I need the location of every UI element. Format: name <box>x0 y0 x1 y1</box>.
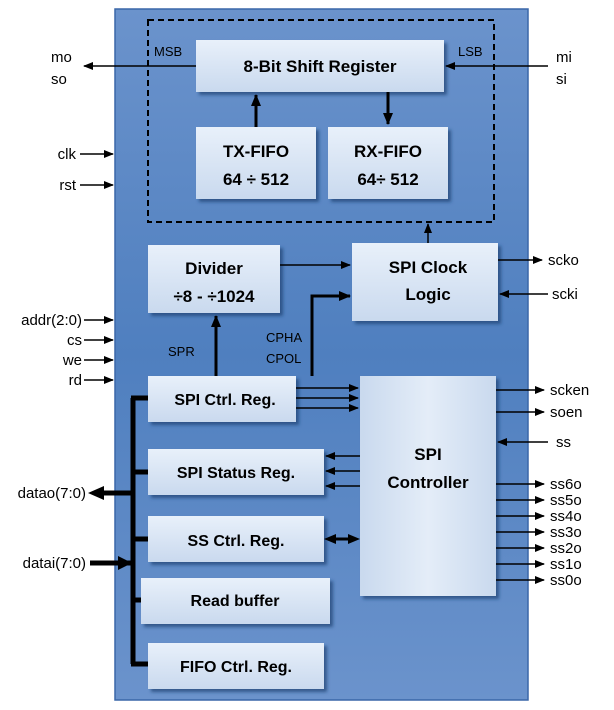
signal-ss4o: ss4o <box>550 508 582 525</box>
signal-datai: datai(7:0) <box>23 555 86 572</box>
signal-mi: mi <box>556 49 572 66</box>
cpol-label: CPOL <box>266 351 301 366</box>
msb-label: MSB <box>154 44 182 59</box>
spi-status-reg-label: SPI Status Reg. <box>177 465 295 482</box>
signal-ss1o: ss1o <box>550 556 582 573</box>
left-signal-lines <box>80 62 196 384</box>
shift-register-block: 8-Bit Shift Register <box>196 40 444 92</box>
ss-ctrl-reg-block: SS Ctrl. Reg. <box>148 516 324 562</box>
fifo-ctrl-reg-block: FIFO Ctrl. Reg. <box>148 643 324 689</box>
signal-ss2o: ss2o <box>550 540 582 557</box>
divider-label: Divider <box>185 259 243 278</box>
rx-fifo-block: RX-FIFO 64÷ 512 <box>328 127 448 199</box>
divider-range: ÷8 - ÷1024 <box>173 287 255 306</box>
rx-fifo-label: RX-FIFO <box>354 142 422 161</box>
signal-rd: rd <box>69 372 82 389</box>
spi-ctrl-reg-label: SPI Ctrl. Reg. <box>174 392 275 409</box>
signal-scki: scki <box>552 286 578 303</box>
datao-arrowhead <box>88 486 104 500</box>
internal-connections <box>211 92 432 544</box>
shift-register-label: 8-Bit Shift Register <box>243 57 396 76</box>
signal-datao: datao(7:0) <box>18 485 86 502</box>
signal-mo: mo <box>51 49 72 66</box>
signal-soen: soen <box>550 404 583 421</box>
right-signal-lines <box>445 62 548 584</box>
spi-clock-label-1: SPI Clock <box>389 258 468 277</box>
read-buffer-label: Read buffer <box>191 593 280 610</box>
tx-fifo-label: TX-FIFO <box>223 142 289 161</box>
tx-fifo-size: 64 ÷ 512 <box>223 170 289 189</box>
signal-we: we <box>62 352 82 369</box>
lsb-label: LSB <box>458 44 483 59</box>
cpha-label: CPHA <box>266 330 302 345</box>
divider-block: Divider ÷8 - ÷1024 <box>148 245 280 313</box>
ss-ctrl-reg-label: SS Ctrl. Reg. <box>188 533 285 550</box>
fifo-ctrl-reg-label: FIFO Ctrl. Reg. <box>180 659 292 676</box>
spi-controller-block: SPI Controller <box>360 376 496 596</box>
signal-ss0o: ss0o <box>550 572 582 589</box>
datai-arrowhead <box>118 556 132 570</box>
signal-so: so <box>51 71 67 88</box>
spi-controller-label-1: SPI <box>414 445 441 464</box>
signal-ss6o: ss6o <box>550 476 582 493</box>
spr-label: SPR <box>168 344 195 359</box>
signal-cs: cs <box>67 332 82 349</box>
fifo-region <box>147 19 495 223</box>
signal-scko: scko <box>548 252 579 269</box>
signal-rst: rst <box>59 177 76 194</box>
signal-ss3o: ss3o <box>550 524 582 541</box>
read-buffer-block: Read buffer <box>141 578 330 624</box>
rx-fifo-size: 64÷ 512 <box>357 170 418 189</box>
spi-ctrl-reg-block: SPI Ctrl. Reg. <box>148 376 296 422</box>
spi-controller-label-2: Controller <box>387 473 469 492</box>
spi-clock-logic-block: SPI Clock Logic <box>352 243 498 321</box>
signal-scken: scken <box>550 382 589 399</box>
spi-clock-label-2: Logic <box>405 285 450 304</box>
spi-status-reg-block: SPI Status Reg. <box>148 449 324 495</box>
signal-clk: clk <box>58 146 77 163</box>
signal-addr: addr(2:0) <box>21 312 82 329</box>
signal-ss5o: ss5o <box>550 492 582 509</box>
tx-fifo-block: TX-FIFO 64 ÷ 512 <box>196 127 316 199</box>
signal-ss: ss <box>556 434 571 451</box>
signal-si: si <box>556 71 567 88</box>
